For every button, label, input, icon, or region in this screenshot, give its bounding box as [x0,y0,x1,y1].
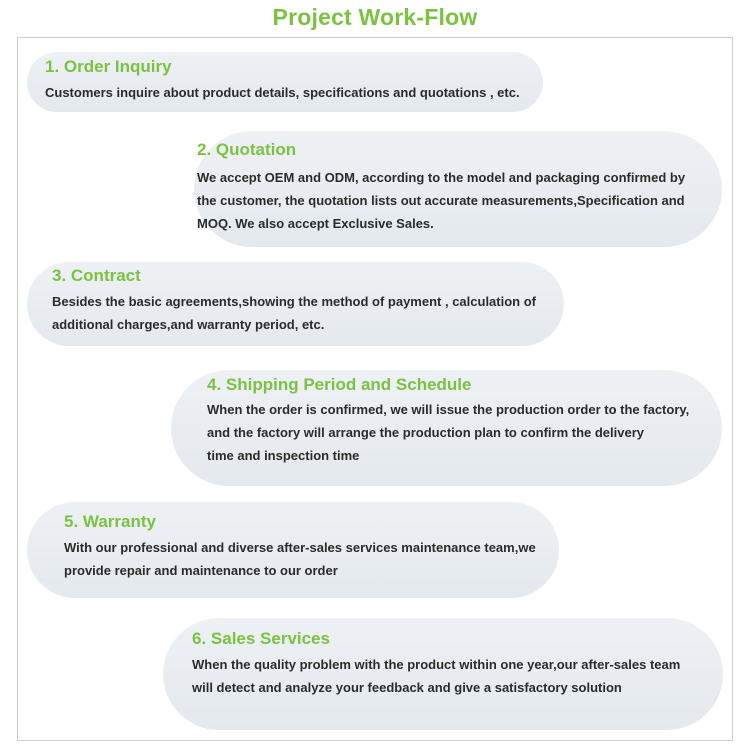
step-title: 4. Shipping Period and Schedule [207,375,472,394]
step-sales-services: 6. Sales Services When the quality probl… [163,618,723,730]
step-description: Customers inquire about product details,… [45,85,520,100]
step-description: When the quality problem with the produc… [192,657,681,695]
step-description: We accept OEM and ODM, according to the … [197,170,686,231]
step-title: 3. Contract [52,266,141,285]
step-title: 6. Sales Services [192,629,331,648]
workflow-frame [17,37,733,741]
step-title: 1. Order Inquiry [45,57,172,76]
step-shipping-period: 4. Shipping Period and Schedule When the… [171,370,722,486]
page-title: Project Work-Flow [272,4,478,30]
step-quotation: 2. Quotation We accept OEM and ODM, acco… [194,131,722,247]
step-description: With our professional and diverse after-… [64,540,536,578]
step-contract: 3. Contract Besides the basic agreements… [27,262,564,346]
step-order-inquiry: 1. Order Inquiry Customers inquire about… [27,52,543,112]
step-description: Besides the basic agreements,showing the… [52,294,536,332]
step-warranty: 5. Warranty With our professional and di… [27,502,559,598]
step-title: 5. Warranty [64,512,156,531]
step-description: When the order is confirmed, we will iss… [207,402,690,463]
step-title: 2. Quotation [197,140,297,159]
